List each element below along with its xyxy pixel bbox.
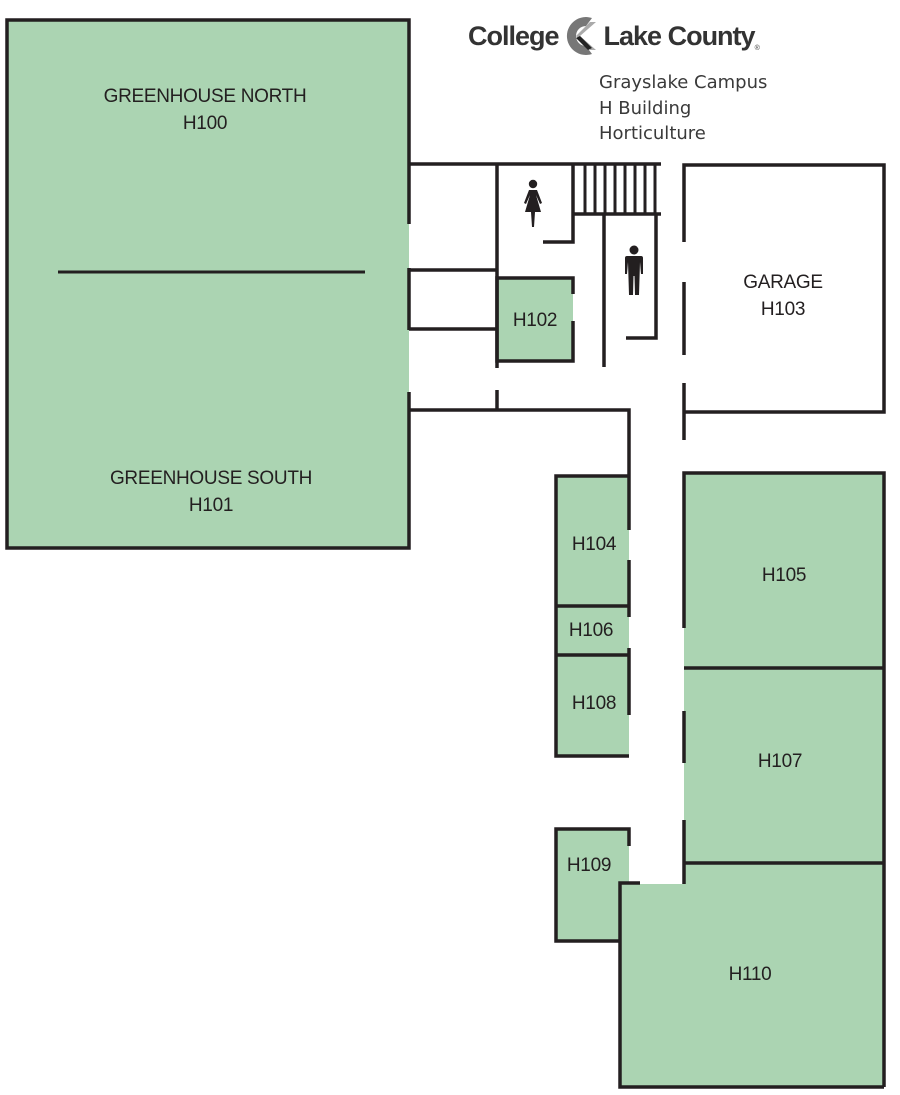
room-h108-number: H108 xyxy=(571,693,617,714)
room-h105-number: H105 xyxy=(761,565,807,586)
h102-walls xyxy=(495,276,575,363)
department-name: Horticulture xyxy=(599,123,706,144)
room-h103-name: GARAGE xyxy=(743,272,823,293)
h110-walls xyxy=(618,881,884,1089)
trademark-symbol: ® xyxy=(754,45,760,52)
room-h102-label[interactable]: H102 xyxy=(512,307,558,334)
room-h102-fill[interactable] xyxy=(498,278,573,361)
room-h107-label[interactable]: H107 xyxy=(757,748,803,775)
room-h104-h108-fill[interactable] xyxy=(556,477,629,755)
brand-college-text: College xyxy=(468,20,560,51)
campus-name: Grayslake Campus xyxy=(599,72,768,93)
room-h110-label[interactable]: H110 xyxy=(729,961,772,988)
room-h107-number: H107 xyxy=(757,751,803,772)
room-h109-fill[interactable] xyxy=(556,829,629,941)
room-h101-name: GREENHOUSE SOUTH xyxy=(109,468,313,489)
room-h101-label[interactable]: GREENHOUSE SOUTH H101 xyxy=(110,465,312,519)
brand-lake-county-text: Lake County xyxy=(603,20,756,51)
room-h106-number: H106 xyxy=(568,620,614,641)
h105-h107-walls xyxy=(682,471,886,1087)
room-h108-label[interactable]: H108 xyxy=(571,690,617,717)
h109-walls xyxy=(554,827,631,943)
h104-h108-walls xyxy=(554,474,631,758)
room-h110-number: H110 xyxy=(728,964,772,985)
room-h102-number: H102 xyxy=(512,310,558,331)
room-h104-label[interactable]: H104 xyxy=(571,531,617,558)
room-h103-label[interactable]: GARAGE H103 xyxy=(743,269,823,323)
campus-info: Grayslake Campus H Building Horticulture xyxy=(599,70,767,147)
corridor-walls xyxy=(409,162,661,476)
room-h104-number: H104 xyxy=(571,534,617,555)
room-h103-number: H103 xyxy=(760,299,806,320)
room-h109-label[interactable]: H109 xyxy=(566,852,612,879)
room-h105-label[interactable]: H105 xyxy=(761,562,807,589)
room-h100-number: H100 xyxy=(182,113,228,134)
room-h110-fill[interactable] xyxy=(620,863,884,1087)
garage-walls xyxy=(682,163,886,440)
room-h106-label[interactable]: H106 xyxy=(568,617,614,644)
room-h100-name: GREENHOUSE NORTH xyxy=(103,86,307,107)
greenhouse-walls xyxy=(5,18,411,550)
room-h100-label[interactable]: GREENHOUSE NORTH H100 xyxy=(104,83,307,137)
room-h101-number: H101 xyxy=(188,495,234,516)
room-h109-number: H109 xyxy=(566,855,612,876)
building-name: H Building xyxy=(599,97,692,119)
college-lake-county-logo-icon xyxy=(566,17,596,55)
college-brand-logo: College Lake County ® xyxy=(468,14,760,58)
womens-restroom-icon xyxy=(524,179,542,227)
room-greenhouse-fill[interactable] xyxy=(7,21,409,548)
mens-restroom-icon xyxy=(625,245,643,295)
